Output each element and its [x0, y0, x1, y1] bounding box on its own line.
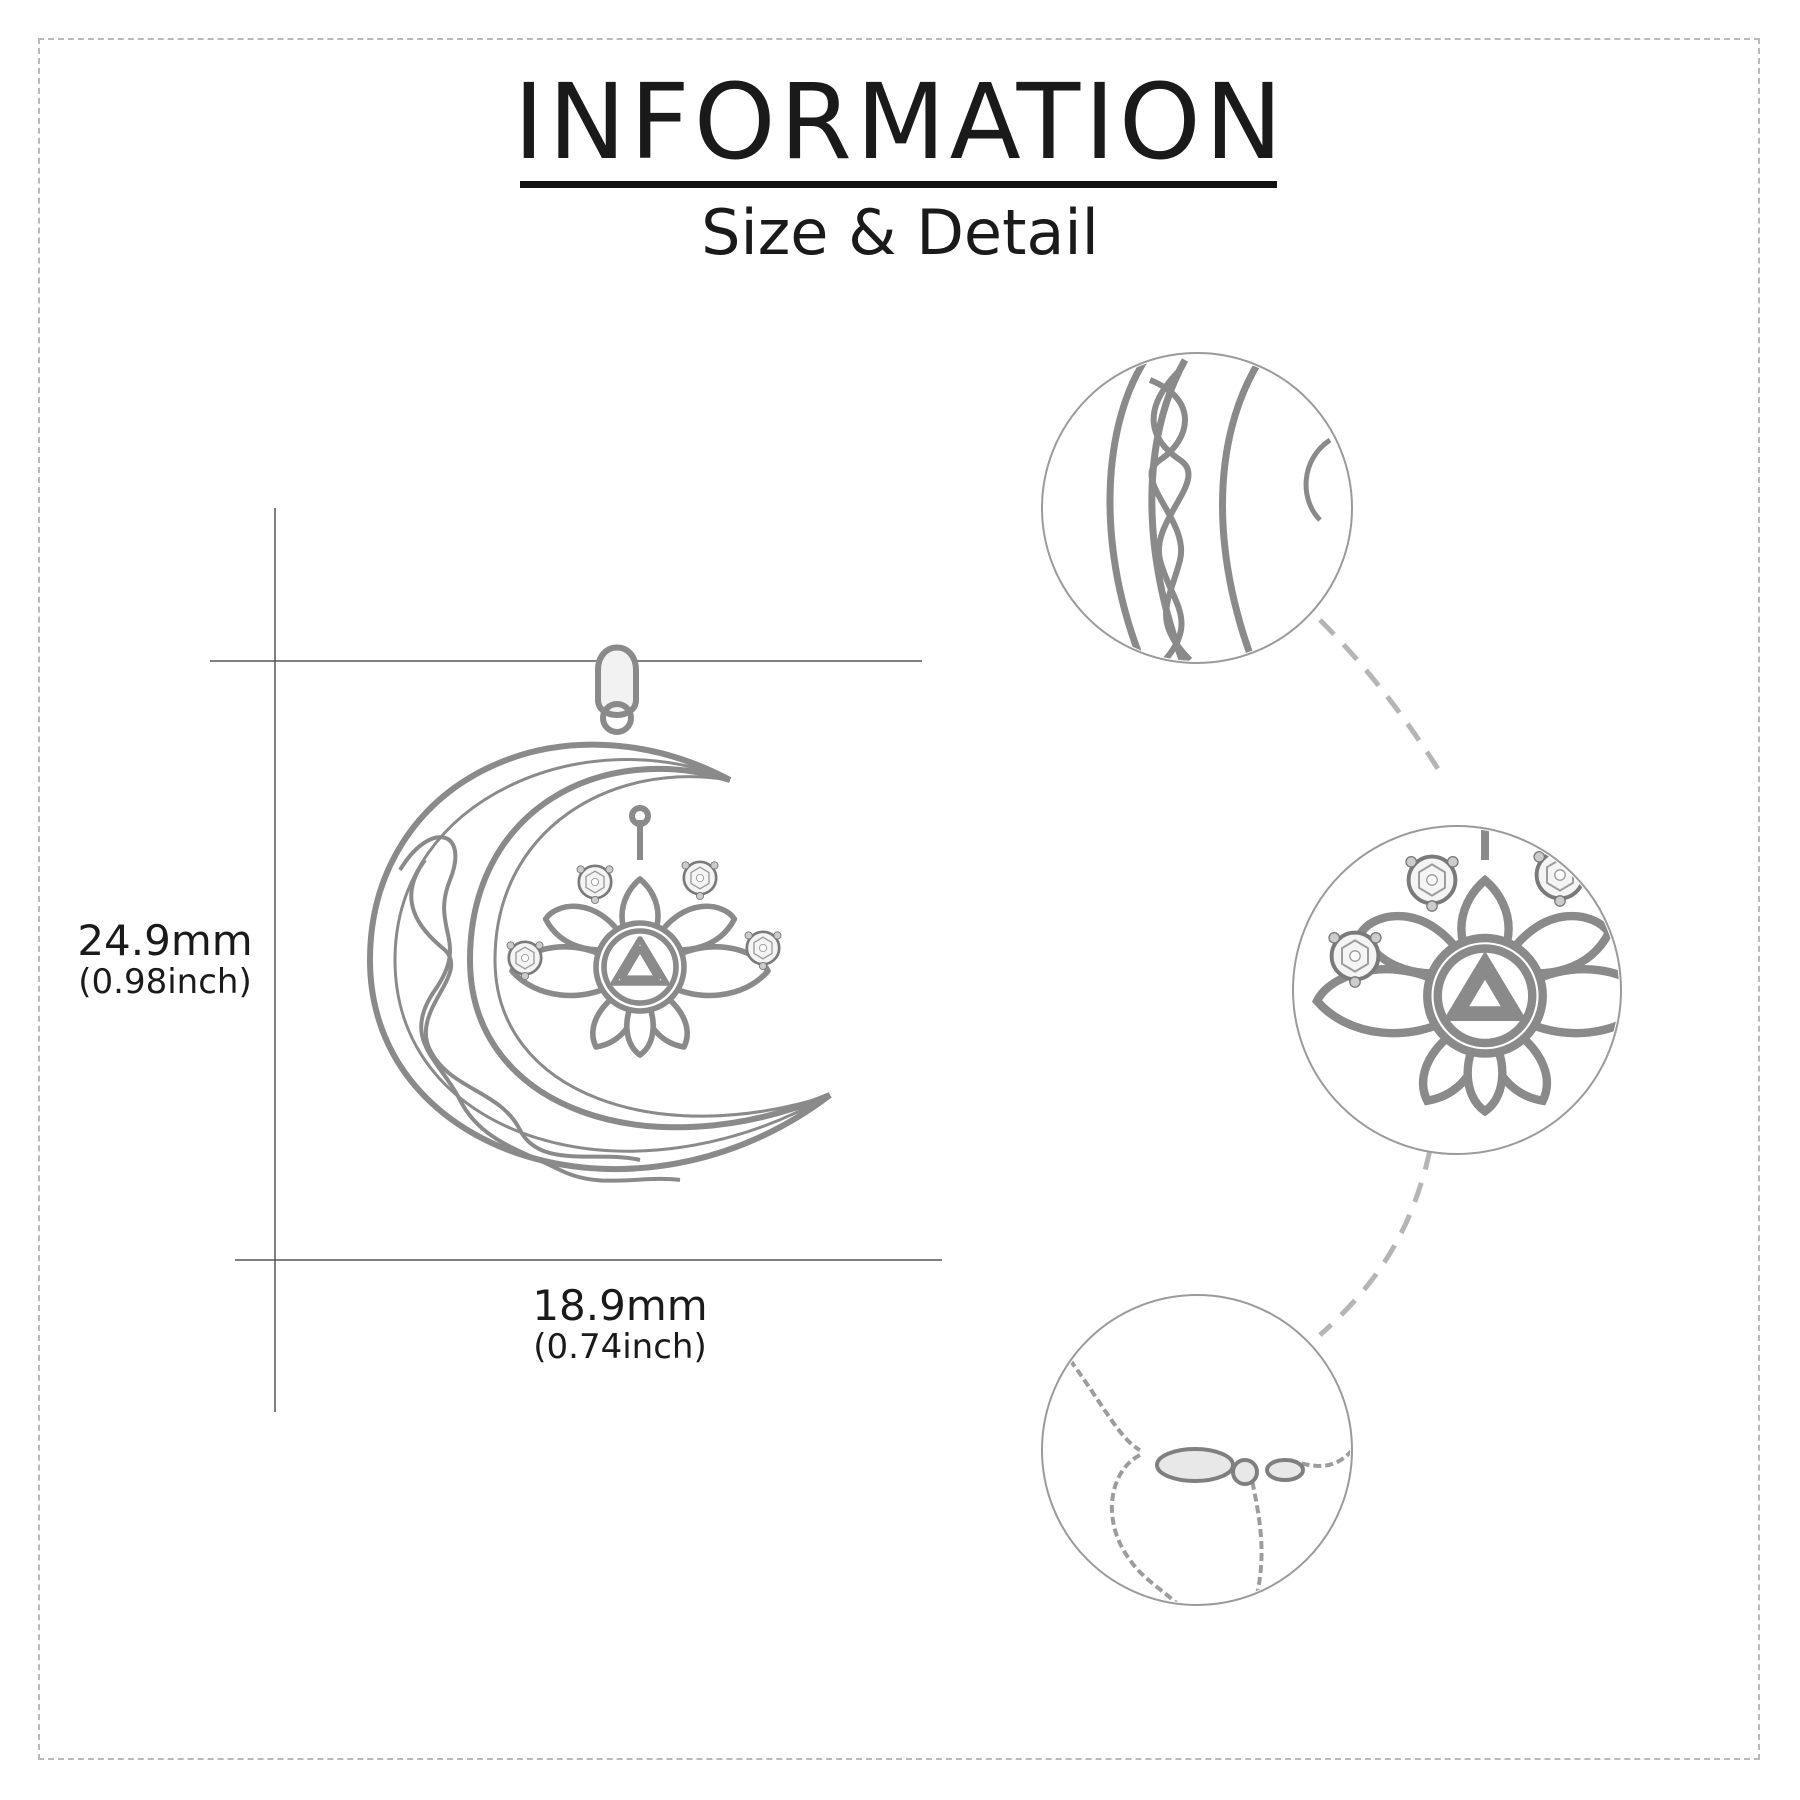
dashed-border: [38, 38, 1760, 1760]
height-inch: (0.98inch): [78, 962, 252, 1003]
connector-bottom: [1318, 1149, 1433, 1337]
connector-top: [1318, 618, 1448, 782]
page-subtitle: Size & Detail: [701, 196, 1099, 269]
width-mm: 18.9mm: [532, 1281, 708, 1330]
detail-circle-moon-braid: [1041, 352, 1353, 664]
title-underline: [520, 181, 1277, 188]
detail-connectors: [1318, 618, 1448, 1337]
width-inch: (0.74inch): [533, 1327, 707, 1368]
pendant-image: [367, 644, 832, 1183]
detail-circle-lotus: [1292, 825, 1622, 1155]
height-mm: 24.9mm: [77, 916, 253, 965]
detail-circle-chain-clasp: [1041, 1294, 1353, 1606]
height-dimension: 24.9mm (0.98inch): [60, 916, 270, 1003]
width-dimension: 18.9mm (0.74inch): [500, 1281, 740, 1368]
page-title: INFORMATION: [513, 61, 1287, 183]
measurement-lines: [210, 508, 942, 1412]
